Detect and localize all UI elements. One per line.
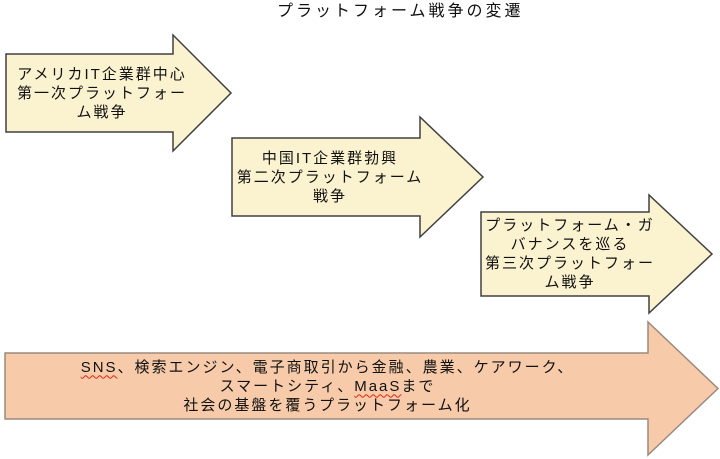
text-line: ム戦争 [544,274,596,291]
text-line: 第三次プラットフォー [484,255,655,272]
text-line: SNS、検索エンジン、電子商取引から金融、農業、ケアワーク、 [5,358,650,377]
text-line: 第二次プラットフォーム [236,168,424,186]
platformization-arrow-shape [4,320,720,457]
text-line: 社会の基盤を覆うプラットフォーム化 [183,396,472,414]
platformization-arrow-text: SNS、検索エンジン、電子商取引から金融、農業、ケアワーク、 スマートシティ、M… [5,353,650,419]
second-war-arrow-text: 中国IT企業群勃興 第二次プラットフォーム 戦争 [230,138,430,216]
second-war-arrow-shape [231,115,485,239]
text-line: 戦争 [312,187,347,205]
first-war-arrow-shape [5,33,233,153]
text-segment: スマートシティ、 [219,377,355,395]
text-line: スマートシティ、MaaSまで [5,377,650,396]
first-war-arrow-text: アメリカIT企業群中心 第一次プラットフォー ム戦争 [4,54,200,132]
diagram-title: プラットフォーム戦争の変遷 [277,3,524,20]
maas-text-misspelled: MaaS [354,377,402,395]
text-line: 第一次プラットフォー [16,84,187,102]
text-line: 中国IT企業群勃興 [261,149,399,167]
text-line: プラットフォーム・ガ [485,217,655,234]
sns-text-misspelled: SNS [80,358,118,376]
text-line: ム戦争 [76,103,128,121]
text-line: バナンスを巡る [510,236,630,253]
text-segment: 、検索エンジン、電子商取引から金融、農業、ケアワーク、 [117,358,575,376]
text-line: アメリカIT企業群中心 [17,65,187,83]
third-war-arrow-shape [480,193,714,315]
text-segment: まで [401,377,436,395]
third-war-arrow-text: プラットフォーム・ガ バナンスを巡る 第三次プラットフォー ム戦争 [479,210,661,298]
